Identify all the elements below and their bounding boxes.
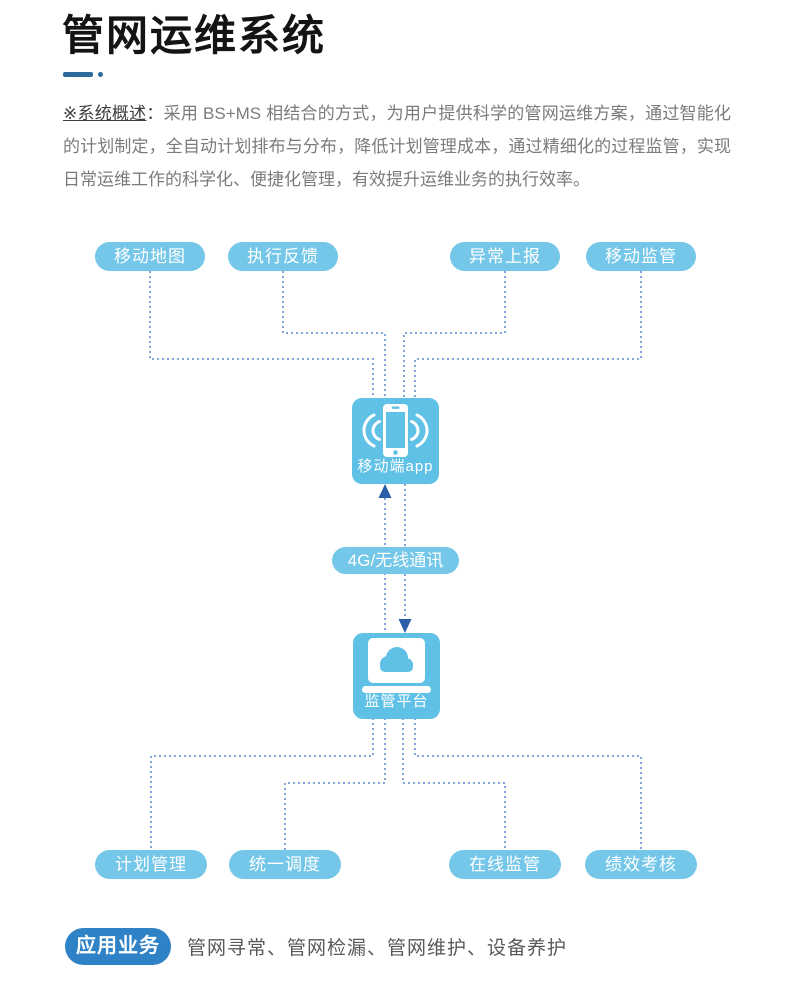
application-business-footer: 应用业务 管网寻常、管网检漏、管网维护、设备养护 xyxy=(65,928,567,965)
node-online-monitoring: 在线监管 xyxy=(449,850,561,879)
node-mobile-supervision: 移动监管 xyxy=(586,242,696,271)
cloud-laptop-icon xyxy=(362,638,431,693)
connector-lines xyxy=(149,271,642,850)
down-arrow-icon xyxy=(398,619,412,633)
dot-decoration xyxy=(98,72,103,77)
platform-label: 监管平台 xyxy=(364,693,429,710)
system-flow-diagram: 移动地图 执行反馈 异常上报 移动监管 移动端app 4G/无线通讯 xyxy=(0,230,790,910)
signal-waves-icon xyxy=(362,413,429,448)
up-arrow-icon xyxy=(378,484,392,498)
app-business-badge: 应用业务 xyxy=(65,928,171,965)
node-unified-dispatch: 统一调度 xyxy=(229,850,341,879)
overview-colon: ： xyxy=(146,104,164,123)
mobile-app-label: 移动端app xyxy=(357,458,434,475)
overview-label: ※系统概述 xyxy=(63,104,147,123)
system-overview-paragraph: ※系统概述：采用 BS+MS 相结合的方式，为用户提供科学的管网运维方案，通过智… xyxy=(63,97,731,196)
title-underline-decoration xyxy=(63,72,103,77)
link-label-4g: 4G/无线通讯 xyxy=(332,547,459,574)
services-text: 管网寻常、管网检漏、管网维护、设备养护 xyxy=(187,938,568,959)
node-exception-report: 异常上报 xyxy=(450,242,560,271)
mobile-app-box: 移动端app xyxy=(352,398,439,484)
node-performance-assessment: 绩效考核 xyxy=(585,850,697,879)
platform-box: 监管平台 xyxy=(353,633,440,719)
node-execution-feedback: 执行反馈 xyxy=(228,242,338,271)
dash-decoration xyxy=(63,72,93,77)
node-plan-management: 计划管理 xyxy=(95,850,207,879)
node-mobile-map: 移动地图 xyxy=(95,242,205,271)
overview-text: 采用 BS+MS 相结合的方式，为用户提供科学的管网运维方案，通过智能化的计划制… xyxy=(63,104,731,189)
phone-icon xyxy=(362,404,429,457)
page-title: 管网运维系统 xyxy=(62,12,327,59)
